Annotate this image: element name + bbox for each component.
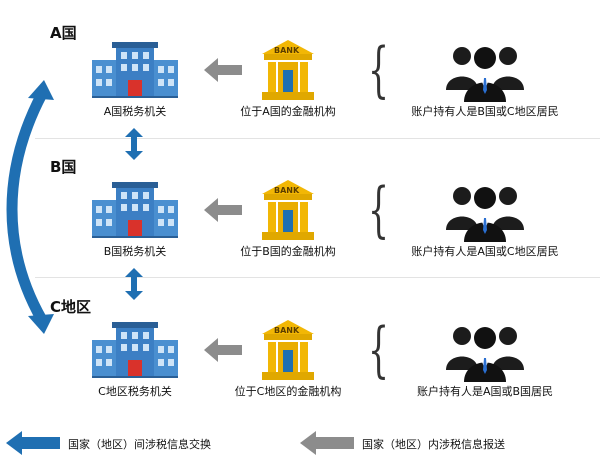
- section-divider: [35, 138, 600, 139]
- brace-icon: {: [368, 315, 390, 385]
- bank-sign: BANK: [274, 326, 300, 335]
- bank-building-icon: [262, 180, 314, 240]
- region-title-a: A国: [50, 24, 77, 42]
- account-holders-label: 账户持有人是A国或C地区居民: [411, 245, 559, 258]
- account-holders-icon: [446, 187, 524, 242]
- account-holders-label: 账户持有人是B国或C地区居民: [411, 105, 559, 118]
- bank-building-icon: [262, 40, 314, 100]
- region-title-b: B国: [50, 158, 77, 176]
- bank-building-icon: [262, 320, 314, 380]
- tax-authority-label: C地区税务机关: [98, 385, 172, 398]
- section-divider: [35, 277, 600, 278]
- tax-office-building-icon: [92, 42, 178, 98]
- brace-icon: {: [368, 35, 390, 105]
- exchange-arrow-ab: [125, 128, 143, 160]
- tax-office-building-icon: [92, 322, 178, 378]
- account-holders-icon: [446, 47, 524, 102]
- tax-office-building-icon: [92, 182, 178, 238]
- region-title-c: C地区: [50, 298, 92, 316]
- legend-reporting-label: 国家（地区）内涉税信息报送: [362, 438, 505, 451]
- financial-institution-label: 位于A国的金融机构: [240, 105, 336, 118]
- brace-icon: {: [368, 175, 390, 245]
- account-holders-icon: [446, 327, 524, 382]
- exchange-arrow-bc: [125, 268, 143, 300]
- tax-authority-label: A国税务机关: [103, 105, 167, 118]
- account-holders-label: 账户持有人是A国或B国居民: [416, 385, 554, 398]
- reporting-arrow-icon: [204, 198, 242, 222]
- financial-institution-label: 位于B国的金融机构: [240, 245, 336, 258]
- legend-reporting-arrow-icon: [300, 431, 354, 455]
- bank-sign: BANK: [274, 186, 300, 195]
- tax-authority-label: B国税务机关: [103, 245, 167, 258]
- financial-institution-label: 位于C地区的金融机构: [234, 385, 342, 398]
- reporting-arrow-icon: [204, 338, 242, 362]
- bank-sign: BANK: [274, 46, 300, 55]
- legend-exchange-arrow-icon: [6, 431, 60, 455]
- legend-exchange-label: 国家（地区）间涉税信息交换: [68, 438, 211, 451]
- reporting-arrow-icon: [204, 58, 242, 82]
